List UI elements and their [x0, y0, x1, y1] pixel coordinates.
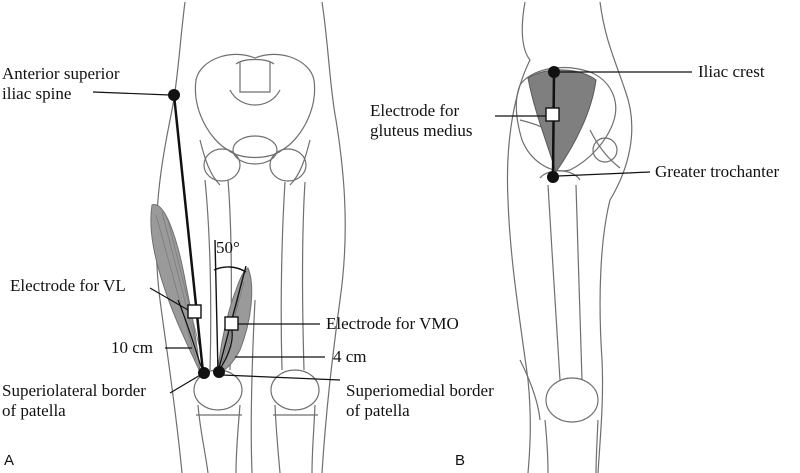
panel-b-femur	[547, 184, 583, 381]
gluteus-medius-electrode-square	[545, 107, 560, 122]
asis-label-line2: iliac spine	[2, 84, 72, 103]
distance-4cm-label: 4 cm	[333, 347, 367, 366]
vmo-vertical-reference	[214, 239, 219, 373]
superomedial-patella-dot	[213, 366, 225, 378]
panel-b-letter: B	[455, 452, 466, 469]
gm-electrode-label-line2: gluteus medius	[370, 121, 473, 140]
gluteus-medius-muscle	[527, 69, 597, 174]
panel-a-letter: A	[4, 452, 15, 469]
asis-landmark-dot	[168, 89, 180, 101]
crest-to-trochanter-line	[551, 71, 556, 177]
bracket-10cm	[177, 299, 204, 373]
panel-b-reference-lines	[495, 71, 692, 177]
angle-50-arc	[213, 266, 247, 273]
vl-electrode-square	[187, 304, 202, 319]
vmo-electrode-label: Electrode for VMO	[326, 314, 459, 333]
iliac-crest-label: Iliac crest	[698, 62, 765, 81]
vmo-electrode-square	[224, 316, 239, 331]
greater-trochanter-label: Greater trochanter	[655, 162, 780, 181]
superolateral-label-line2: of patella	[2, 401, 66, 420]
superomedial-label-line2: of patella	[346, 401, 410, 420]
iliac-crest-dot	[548, 66, 560, 78]
panel-b-body-outline	[506, 1, 531, 473]
greater-trochanter-dot	[547, 171, 559, 183]
panel-a-femur-left	[204, 179, 212, 371]
panel-a-reference-lines	[92, 91, 341, 394]
panel-a-pelvis	[194, 53, 316, 159]
asis-label-line1: Anterior superior	[2, 64, 120, 83]
vl-electrode-label: Electrode for VL	[10, 276, 126, 295]
gm-electrode-label-line1: Electrode for	[370, 101, 460, 120]
panel-a-markers	[168, 89, 239, 379]
asis-to-patella-line	[172, 94, 205, 373]
angle-50-label: 50°	[216, 238, 240, 257]
superolateral-label-line1: Superiolateral border	[2, 381, 146, 400]
superomedial-label-line1: Superiomedial border	[346, 381, 494, 400]
panel-a-anatomy	[155, 1, 346, 473]
superolateral-patella-dot	[198, 367, 210, 379]
distance-10cm-label: 10 cm	[111, 338, 154, 357]
panel-b-markers	[545, 66, 560, 183]
